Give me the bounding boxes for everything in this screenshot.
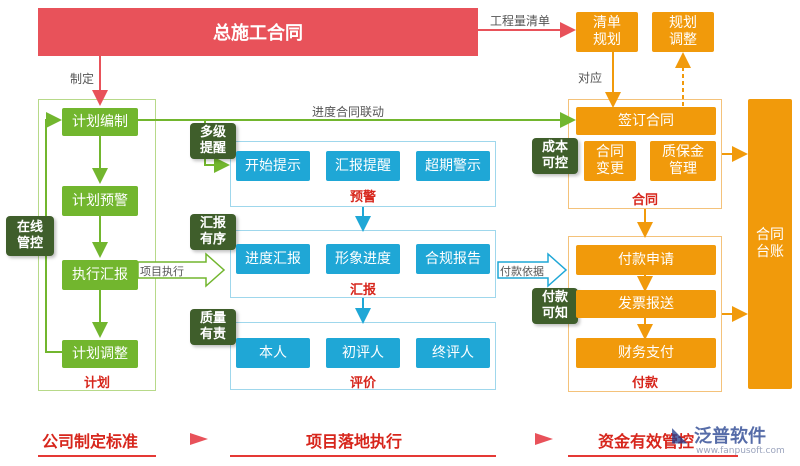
plan-item-report: 执行汇报: [62, 260, 138, 290]
plan-tag: 在线 管控: [6, 216, 54, 256]
bottom-execution: 项目落地执行: [306, 432, 403, 451]
bottom-standard: 公司制定标准: [42, 432, 139, 451]
boq-label: 工程量清单: [490, 14, 551, 28]
bottom-standard-line: [38, 455, 156, 457]
bottom-capital: 资金有效管控: [598, 432, 695, 451]
report-item-compliance: 合规报告: [416, 244, 490, 274]
bottom-execution-line: [230, 455, 496, 457]
plan-caption: 计划: [83, 376, 110, 391]
formulate-label: 制定: [70, 72, 95, 86]
payment-apply: 付款申请: [576, 245, 716, 275]
report-item-progress: 进度汇报: [236, 244, 310, 274]
evaluation-item-first: 初评人: [326, 338, 400, 368]
report-caption: 汇报: [349, 283, 376, 298]
contract-retention: 质保金 管理: [650, 141, 716, 181]
evaluation-item-self: 本人: [236, 338, 310, 368]
evaluation-tag: 质量 有责: [190, 309, 236, 345]
plan-item-compile: 计划编制: [62, 108, 138, 136]
contract-change: 合同 变更: [584, 141, 636, 181]
correspond-label: 对应: [578, 71, 603, 85]
warning-frame: [230, 141, 496, 207]
project-exec-label: 项目执行: [140, 265, 184, 278]
warning-item-start: 开始提示: [236, 151, 310, 181]
title-banner: 总施工合同: [38, 8, 478, 56]
warning-item-overdue: 超期警示: [416, 151, 490, 181]
watermark-logo-icon: ◣: [672, 422, 688, 446]
contract-sign: 签订合同: [576, 107, 716, 135]
watermark: ◣ 泛普软件 www.fanpusoft.com: [672, 420, 798, 460]
watermark-brand: 泛普软件: [694, 426, 766, 447]
progress-link-label: 进度合同联动: [312, 105, 385, 119]
warning-caption: 预警: [349, 190, 376, 205]
evaluation-caption: 评价: [349, 376, 376, 391]
warning-item-remind: 汇报提醒: [326, 151, 400, 181]
payment-tag: 付款 可知: [532, 288, 578, 324]
contract-ledger: 合同 台账: [748, 99, 792, 389]
contract-boq-plan: 清单 规划: [576, 12, 638, 52]
evaluation-item-final: 终评人: [416, 338, 490, 368]
payment-finance: 财务支付: [576, 338, 716, 368]
contract-tag: 成本 可控: [532, 138, 578, 174]
watermark-url: www.fanpusoft.com: [696, 446, 785, 456]
payment-caption: 付款: [631, 376, 658, 391]
contract-caption: 合同: [631, 193, 658, 208]
warning-tag: 多级 提醒: [190, 123, 236, 159]
title-text: 总施工合同: [213, 23, 303, 44]
report-tag: 汇报 有序: [190, 214, 236, 250]
plan-item-warning: 计划预警: [62, 186, 138, 216]
bottom-capital-line: [568, 455, 738, 457]
report-item-image: 形象进度: [326, 244, 400, 274]
payment-basis-label: 付款依据: [500, 265, 544, 278]
payment-invoice: 发票报送: [576, 290, 716, 318]
contract-plan-adjust: 规划 调整: [652, 12, 714, 52]
plan-item-adjust: 计划调整: [62, 340, 138, 368]
